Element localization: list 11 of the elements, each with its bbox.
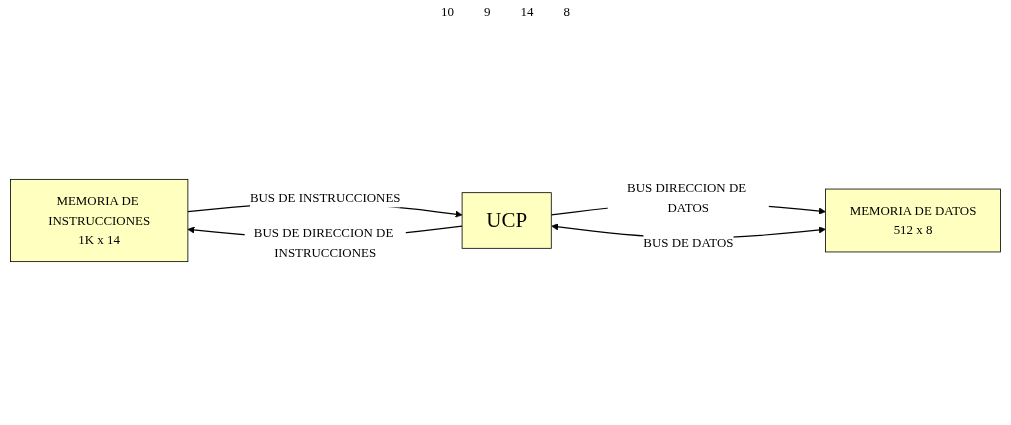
bus-width-label: 9	[484, 4, 491, 20]
edge-label: BUS DIRECCION DE DATOS	[627, 181, 747, 215]
node-box: MEMORIA DE DATOS 512 x 8	[825, 188, 1001, 253]
node-box: MEMORIA DE INSTRUCCIONES 1K x 14	[10, 178, 189, 263]
bus-width-label: 10	[441, 4, 454, 20]
edge-label: BUS DE DIRECCION DE INSTRUCCIONES	[253, 226, 394, 260]
node-box: UCP	[461, 192, 552, 249]
bus-width-label: 8	[563, 4, 570, 20]
bus-width-label: 14	[520, 4, 534, 20]
edge-label: BUS DE DATOS	[643, 235, 734, 250]
edge-label: BUS DE INSTRUCCIONES	[249, 190, 401, 205]
